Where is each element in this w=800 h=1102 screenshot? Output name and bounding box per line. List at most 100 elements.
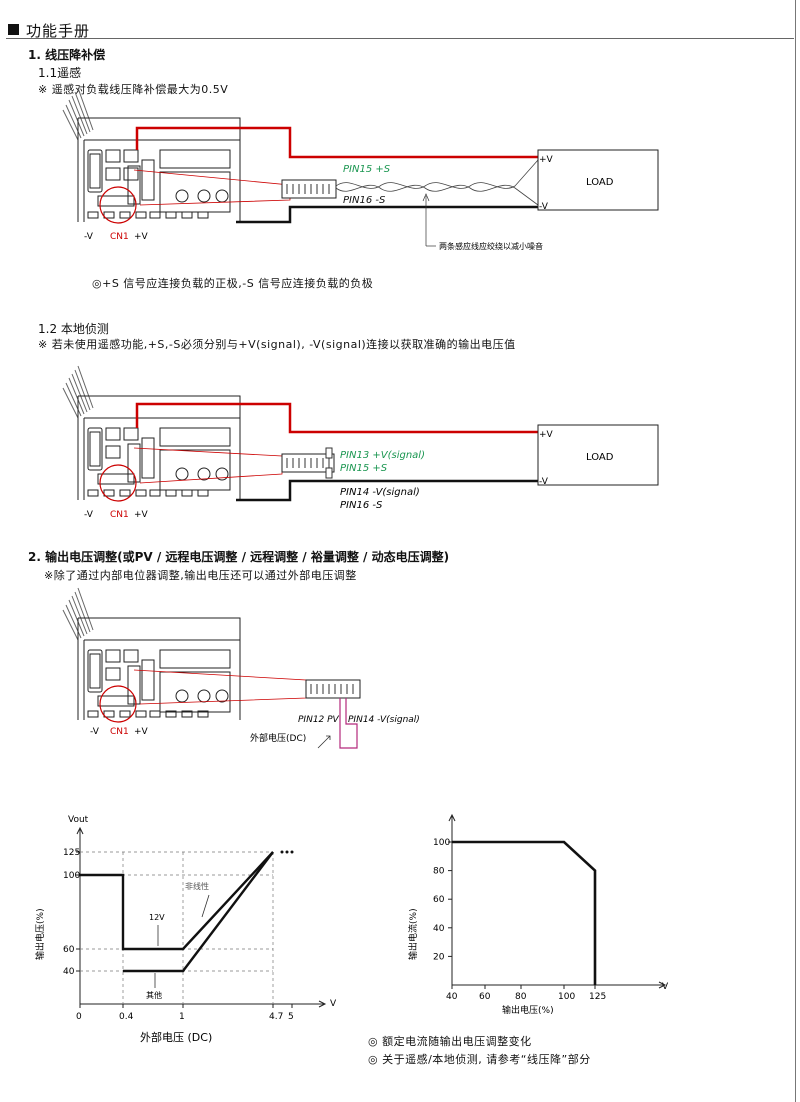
page-border (795, 0, 796, 1102)
section1-sub1: 1.1遥感 (38, 66, 82, 80)
chart2-x-tick-label: 60 (479, 992, 491, 1002)
chart1-y-tick-label: 40 (63, 967, 75, 977)
chart2-x-tick-label: 100 (558, 992, 575, 1002)
load-box (537, 424, 659, 486)
chart2-y-tick-label: 100 (433, 838, 450, 848)
psu-minus-label: -V (84, 232, 94, 242)
page-title: 功能手册 (26, 22, 91, 40)
chart1-y-arrow (76, 826, 84, 835)
chart1-x-axis-label: 外部电压 (DC) (140, 1030, 212, 1044)
load-label: LOAD (586, 452, 614, 463)
psu-minus-label: -V (90, 727, 100, 737)
chart2-y-tick-label: 20 (433, 952, 445, 962)
section1-sub2: 1.2 本地侦测 (38, 322, 109, 336)
cn1-label: CN1 (110, 232, 129, 242)
external-voltage-label: 外部电压(DC) (250, 732, 306, 744)
chart2-series-line (452, 840, 597, 985)
chart2-y-tick-label: 40 (433, 924, 445, 934)
section2-title: 2. 输出电压调整(或PV / 远程电压调整 / 远程调整 / 裕量调整 / 动… (28, 550, 450, 564)
chart2-x-arrow (658, 981, 667, 989)
load-plus-label: +V (539, 430, 554, 440)
pin14-label: PIN14 -V(signal) (340, 487, 420, 498)
chart1-y-tick-label: 100 (63, 871, 80, 881)
chart1-series-line (123, 851, 274, 973)
chart2-y-tick-label: 60 (433, 895, 445, 905)
footnote-1: ◎ 额定电流随输出电压调整变化 (368, 1035, 532, 1048)
chart1-y-axis-label: 输出电压(%) (34, 908, 46, 960)
psu-drawing (62, 87, 241, 222)
pv-wires (339, 698, 358, 749)
chart2-y-arrow (448, 813, 456, 822)
wire-minus (236, 479, 538, 502)
psu-plus-label: +V (134, 510, 149, 520)
chart1-continuation-dot (290, 850, 294, 854)
diagram-remote-sense: PIN15 +S PIN16 -S +V -V LOAD 两条感应线应绞绕以减小… (62, 87, 659, 251)
chart1-x-tick-label: 1 (179, 1012, 185, 1022)
chart2-x-unit: V (662, 982, 669, 992)
chart1-callout-nonlinear (201, 894, 210, 918)
psu-plus-label: +V (134, 232, 149, 242)
chart1-x-tick-label: 5 (288, 1012, 294, 1022)
section1-note2: ◎+S 信号应连接负载的正极,-S 信号应连接负载的负极 (92, 277, 374, 290)
load-plus-label: +V (539, 155, 554, 165)
wire-plus (135, 402, 538, 434)
chart1-x-unit: V (330, 999, 337, 1009)
chart2-x-axis-label: 输出电压(%) (502, 1004, 554, 1016)
header-marker (8, 24, 19, 35)
connector-cn1 (281, 453, 335, 473)
chart1-series-line (80, 851, 274, 951)
diagram-pv-adjust: PIN12 PV PIN14 -V(signal) 外部电压(DC) -V CN… (62, 587, 420, 749)
load-minus-label: -V (539, 477, 549, 487)
chart1-y-tick-label: 60 (63, 945, 75, 955)
chart1-y-tick-label: 125 (63, 848, 80, 858)
diagram-local-sense: PIN13 +V(signal) PIN15 +S PIN14 -V(signa… (62, 365, 659, 520)
section1-note1: ※ 遥感对负载线压降补偿最大为0.5V (38, 83, 229, 96)
sense-wire-minus (335, 184, 539, 206)
section1-title: 1. 线压降补偿 (28, 48, 106, 62)
wire-plus (135, 126, 538, 159)
chart2-x-tick-label: 40 (446, 992, 458, 1002)
chart2-x-tick-label: 80 (515, 992, 527, 1002)
pin12-label: PIN12 PV (298, 715, 340, 725)
pin16-label: PIN16 -S (343, 195, 386, 206)
header-rule (6, 38, 794, 39)
cn1-label: CN1 (110, 510, 129, 520)
cn1-highlight (99, 186, 137, 224)
wire-minus (236, 205, 538, 224)
load-minus-label: -V (539, 202, 549, 212)
pin13-label: PIN13 +V(signal) (340, 450, 425, 461)
cn1-label: CN1 (110, 727, 129, 737)
pin14-label: PIN14 -V(signal) (348, 715, 420, 725)
section1-note3: ※ 若未使用遥感功能,+S,-S必须分别与+V(signal), -V(sign… (38, 338, 516, 351)
chart2-y-tick-label: 80 (433, 867, 445, 877)
chart1-other-label: 其他 (146, 990, 162, 1000)
jumper-minus (325, 467, 333, 479)
chart2-x-tick-label: 125 (589, 992, 606, 1002)
chart1-continuation-dot (280, 850, 284, 854)
footnote-2: ◎ 关于遥感/本地侦测, 请参考“线压降”部分 (368, 1053, 591, 1066)
pin15-label: PIN15 +S (340, 463, 388, 474)
psu-minus-label: -V (84, 510, 94, 520)
chart1-vout-label: Vout (68, 815, 89, 825)
psu-plus-label: +V (134, 727, 149, 737)
chart1-x-tick-label: 0.4 (119, 1012, 134, 1022)
load-box (537, 149, 659, 211)
jumper-plus (325, 447, 333, 459)
chart1-12v-label: 12V (149, 913, 165, 922)
psu-drawing (62, 587, 241, 720)
psu-drawing (62, 365, 241, 500)
chart1-x-tick-label: 0 (76, 1012, 82, 1022)
chart1-x-tick-label: 4.7 (269, 1012, 283, 1022)
pin16-label: PIN16 -S (340, 500, 383, 511)
pin15-label: PIN15 +S (343, 164, 391, 175)
chart2-y-axis-label: 输出电流(%) (407, 908, 419, 960)
load-label: LOAD (586, 177, 614, 188)
sense-wire-plus (335, 159, 539, 189)
chart1-x-arrow (318, 1000, 327, 1008)
twist-note: 两条感应线应绞绕以减小噪音 (439, 241, 543, 251)
cn1-highlight (99, 685, 137, 723)
cn1-highlight (99, 464, 137, 502)
chart1-nonlinear-label: 非线性 (185, 881, 209, 891)
